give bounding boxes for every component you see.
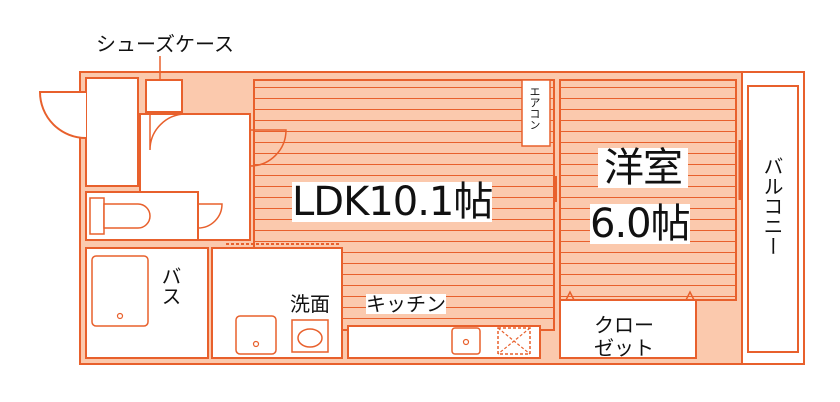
kitchen-sink <box>451 327 481 355</box>
washing-machine <box>235 315 277 355</box>
shoe-case-label: シューズケース <box>96 32 234 56</box>
stove-cross <box>497 327 531 355</box>
washer-drain <box>252 340 260 348</box>
ldk-door <box>249 129 287 167</box>
western-room-size-label: 6.0帖 <box>590 201 691 247</box>
toilet-bowl <box>103 203 151 229</box>
hall-door <box>149 113 187 151</box>
washroom-label: 洗面 <box>290 292 330 316</box>
closet <box>559 299 697 359</box>
entrance-door <box>38 91 87 139</box>
shoe-case <box>145 79 183 113</box>
kitchen-label: キッチン <box>366 292 446 316</box>
entrance <box>85 77 139 187</box>
bathtub <box>91 255 149 327</box>
ldk-label: LDK10.1帖 <box>292 179 493 225</box>
toilet-tank <box>89 197 105 235</box>
balcony-inner <box>747 85 799 353</box>
toilet-door <box>197 203 223 229</box>
western-room <box>559 79 737 301</box>
bath-drain <box>116 312 124 320</box>
western-room-label: 洋室 <box>598 148 688 188</box>
bath-label: バス <box>158 266 182 306</box>
closet-door-marks <box>565 290 695 301</box>
closet-label: クロー ゼット <box>594 313 654 360</box>
basin-bowl <box>297 328 323 348</box>
aircon-label: エアコン <box>528 86 541 130</box>
aircon-unit <box>521 79 551 147</box>
balcony-label: バルコニー <box>760 156 784 256</box>
sink-drain <box>462 338 470 346</box>
